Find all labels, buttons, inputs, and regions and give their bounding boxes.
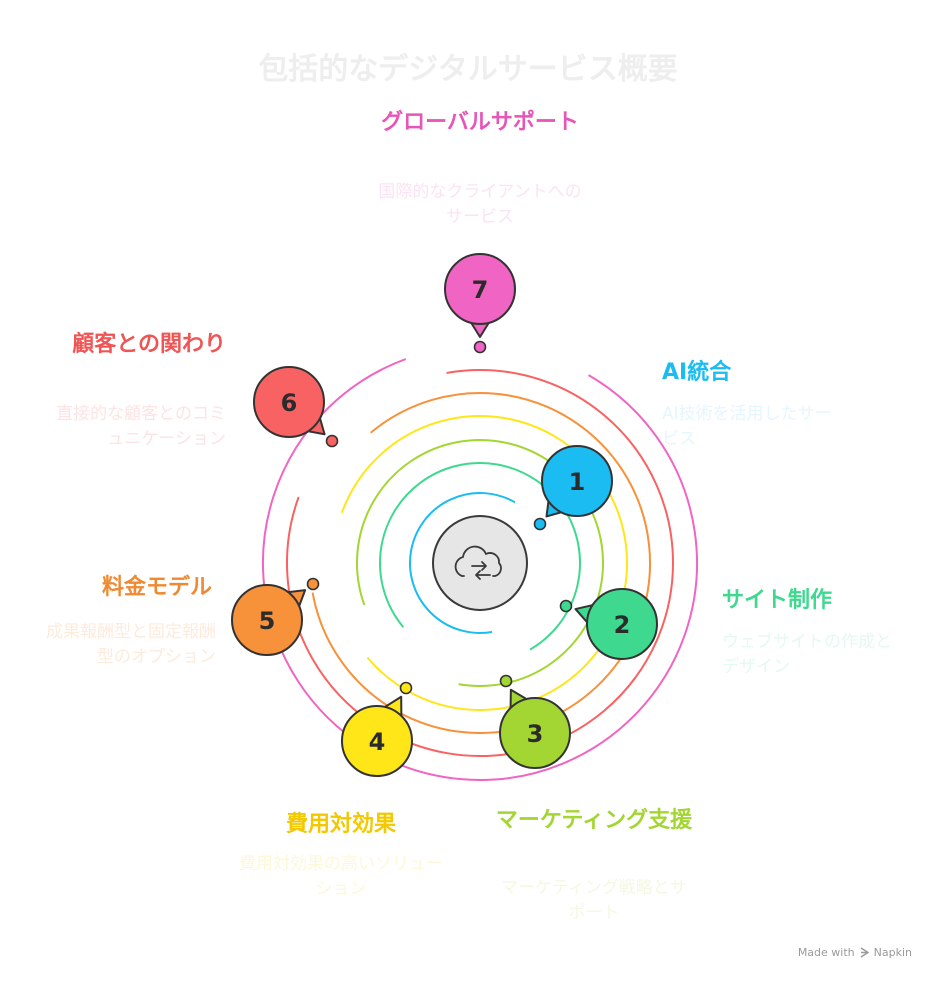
- badge-fill-4: [343, 707, 411, 775]
- ring-marker-1: [533, 517, 547, 531]
- item-desc-5: 成果報酬型と固定報酬型のオプション: [46, 622, 216, 667]
- badge-number-7: 7: [472, 276, 489, 304]
- ring-marker-7: [473, 340, 487, 354]
- badge-fill-7: [446, 255, 514, 323]
- ring-marker-2: [559, 599, 573, 613]
- napkin-logo-icon: [860, 947, 869, 958]
- ring-marker-5: [306, 577, 320, 591]
- badge-5: 5: [231, 584, 307, 656]
- badge-fill-1: [543, 447, 611, 515]
- cloud-sync-icon: [454, 545, 502, 580]
- ring-marker-6: [325, 434, 339, 448]
- spiral-ring-4: [340, 415, 628, 711]
- item-desc-7: 国際的なクライアントへのサービス: [378, 182, 582, 227]
- made-with-label: Made with: [797, 946, 855, 959]
- badge-number-5: 5: [259, 607, 276, 635]
- item-title-6: 顧客との関わり: [72, 332, 226, 357]
- badge-fill-6: [255, 368, 323, 436]
- brand-label: Napkin: [873, 946, 912, 959]
- item-title-5: 料金モデル: [101, 575, 212, 600]
- badge-4: 4: [341, 695, 413, 777]
- item-desc-1: AI技術を活用したサービス: [662, 404, 832, 449]
- badge-3: 3: [499, 688, 571, 769]
- spiral-ring-7: [262, 358, 698, 781]
- badge-2: 2: [574, 588, 658, 660]
- badge-fill-2: [588, 590, 656, 658]
- item-title-7: グローバルサポート: [381, 110, 579, 135]
- badge-fill-3: [501, 699, 569, 767]
- badge-number-4: 4: [369, 728, 386, 756]
- item-desc-4: 費用対効果の高いソリューション: [239, 854, 443, 899]
- badge-number-2: 2: [614, 611, 631, 639]
- badge-fill-5: [233, 586, 301, 654]
- item-title-2: サイト制作: [722, 588, 833, 613]
- badge-6: 6: [253, 366, 326, 438]
- item-title-3: マーケティング支援: [495, 808, 693, 833]
- item-desc-3: マーケティング戦略とサポート: [501, 878, 687, 923]
- badge-number-1: 1: [569, 468, 586, 496]
- center-hub: [432, 515, 528, 611]
- ring-marker-3: [499, 674, 513, 688]
- badge-7: 7: [444, 253, 516, 338]
- badge-number-3: 3: [527, 720, 544, 748]
- footer-credit[interactable]: Made with Napkin: [798, 946, 912, 959]
- item-title-4: 費用対効果: [285, 812, 396, 837]
- badge-1: 1: [541, 445, 613, 518]
- item-desc-6: 直接的な顧客とのコミュニケーション: [56, 404, 226, 449]
- ring-marker-4: [399, 681, 413, 695]
- spiral-ring-6: [286, 369, 674, 757]
- spiral-ring-1: [409, 492, 516, 634]
- spiral-ring-2: [379, 462, 581, 651]
- item-desc-2: ウェブサイトの作成とデザイン: [722, 632, 892, 677]
- page-title: 包括的なデジタルサービス概要: [258, 52, 678, 87]
- item-title-1: AI統合: [662, 360, 732, 385]
- badge-number-6: 6: [281, 389, 298, 417]
